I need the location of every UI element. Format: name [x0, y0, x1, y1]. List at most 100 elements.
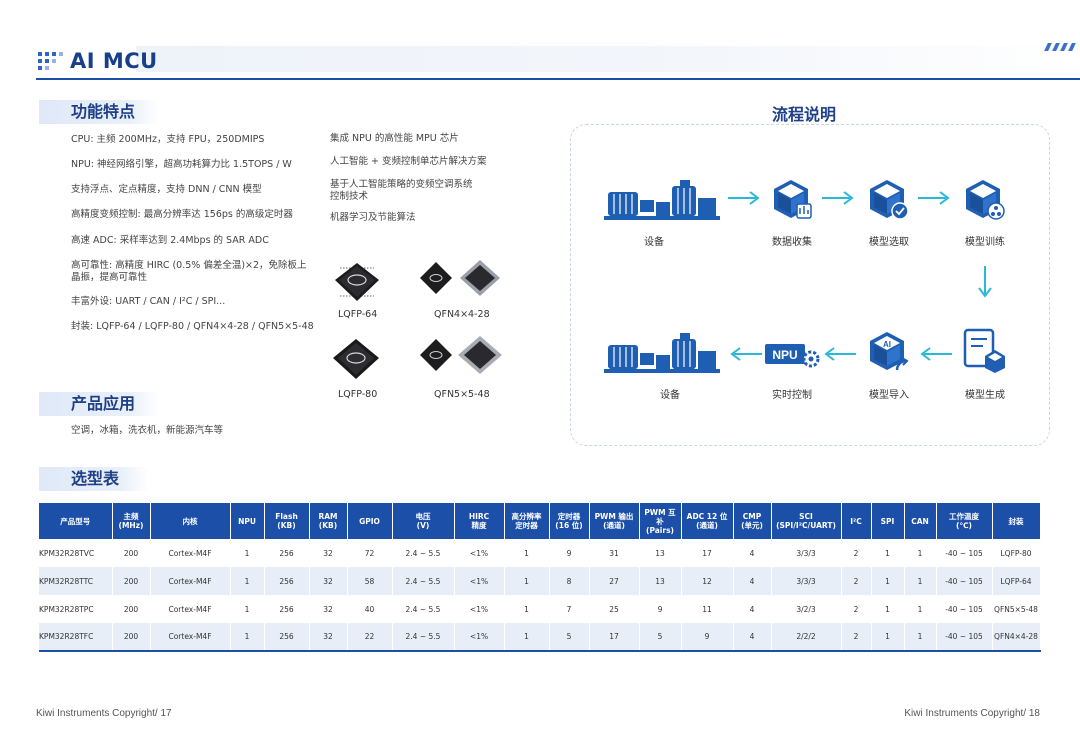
slashes-decoration-icon	[1042, 43, 1078, 51]
table-cell: 2.4 ~ 5.5	[392, 539, 455, 567]
table-header-cell: PWM 互补 (Pairs)	[639, 503, 682, 539]
flow-step-label: 数据收集	[772, 237, 812, 248]
table-cell: 1	[504, 623, 550, 652]
table-cell: 25	[589, 595, 640, 623]
data-collection-cube-icon	[771, 178, 815, 226]
table-cell: 9	[681, 623, 734, 652]
table-cell: 3/2/3	[771, 595, 842, 623]
flow-step-label: 实时控制	[772, 390, 812, 401]
feature-item: 封装: LQFP-64 / LQFP-80 / QFN4×4-28 / QFN5…	[71, 321, 314, 332]
table-cell: <1%	[454, 595, 505, 623]
chip-label: QFN4×4-28	[434, 309, 490, 320]
table-cell: 2/2/2	[771, 623, 842, 652]
qfn4x4-chip-icon	[418, 258, 504, 304]
chip-label: QFN5×5-48	[434, 389, 490, 400]
page-header: AI MCU	[36, 40, 1080, 82]
table-cell: 1	[230, 539, 265, 567]
table-cell: 7	[549, 595, 590, 623]
table-cell: 17	[589, 623, 640, 652]
table-cell: QFN4×4-28	[992, 623, 1041, 652]
table-cell: 1	[230, 567, 265, 595]
table-header-cell: 工作温度 (℃)	[936, 503, 993, 539]
dots-logo-icon	[38, 52, 64, 72]
table-cell: Cortex-M4F	[150, 623, 231, 652]
model-generate-document-icon	[963, 328, 1007, 378]
arrow-left-icon	[918, 346, 952, 366]
feature-item: 集成 NPU 的高性能 MPU 芯片	[330, 133, 459, 144]
lqfp80-chip-icon	[330, 337, 382, 385]
table-cell: 256	[264, 539, 310, 567]
flow-step-label: 模型生成	[965, 390, 1005, 401]
table-cell: 11	[681, 595, 734, 623]
footer-left: Kiwi Instruments Copyright/ 17	[36, 708, 172, 719]
table-cell: <1%	[454, 623, 505, 652]
table-cell: 4	[733, 623, 772, 652]
table-cell: 1	[230, 595, 265, 623]
feature-item: 人工智能 + 变频控制单芯片解决方案	[330, 156, 487, 167]
feature-item: CPU: 主频 200MHz，支持 FPU，250DMIPS	[71, 134, 265, 145]
arrow-right-icon	[822, 190, 856, 210]
arrow-right-icon	[918, 190, 952, 210]
table-cell: 31	[589, 539, 640, 567]
model-training-cube-icon	[963, 178, 1007, 226]
table-cell: LQFP-80	[992, 539, 1041, 567]
table-cell: 8	[549, 567, 590, 595]
table-cell: 32	[309, 595, 348, 623]
table-cell: 4	[733, 567, 772, 595]
table-cell: 17	[681, 539, 734, 567]
table-header-cell: 定时器 (16 位)	[549, 503, 590, 539]
table-header-cell: Flash (KB)	[264, 503, 310, 539]
feature-item: NPU: 神经网络引擎，超高功耗算力比 1.5TOPS / W	[71, 159, 292, 170]
table-cell: KPM32R28TPC	[39, 595, 113, 623]
table-cell: 2.4 ~ 5.5	[392, 623, 455, 652]
table-cell: 256	[264, 623, 310, 652]
table-cell: 1	[904, 623, 937, 652]
table-cell: 2.4 ~ 5.5	[392, 567, 455, 595]
table-cell: -40 ~ 105	[936, 567, 993, 595]
features-heading: 功能特点	[39, 100, 159, 124]
npu-gear-icon: NPU	[764, 340, 822, 374]
arrow-down-icon	[977, 266, 993, 304]
table-header-cell: 高分辨率 定时器	[504, 503, 550, 539]
chip-label: LQFP-80	[338, 389, 378, 400]
table-cell: 200	[112, 595, 151, 623]
table-cell: <1%	[454, 539, 505, 567]
table-cell: 200	[112, 623, 151, 652]
npu-text: NPU	[772, 348, 797, 362]
table-cell: 1	[904, 595, 937, 623]
table-cell: 2	[841, 539, 872, 567]
table-header-cell: 内核	[150, 503, 231, 539]
table-cell: 2	[841, 595, 872, 623]
table-cell: 13	[639, 567, 682, 595]
table-cell: Cortex-M4F	[150, 567, 231, 595]
table-cell: 5	[549, 623, 590, 652]
applications-heading: 产品应用	[39, 392, 159, 416]
header-band	[136, 46, 1080, 72]
table-cell: KPM32R28TTC	[39, 567, 113, 595]
flow-step-label: 设备	[644, 237, 664, 248]
table-cell: 12	[681, 567, 734, 595]
flow-step-label: 模型选取	[869, 237, 909, 248]
flow-step-label: 模型训练	[965, 237, 1005, 248]
feature-item: 控制技术	[330, 191, 369, 202]
table-cell: -40 ~ 105	[936, 539, 993, 567]
table-cell: 2	[841, 567, 872, 595]
chip-label: LQFP-64	[338, 309, 378, 320]
table-header-cell: PWM 输出 (通道)	[589, 503, 640, 539]
qfn5x5-chip-icon	[418, 334, 504, 382]
feature-item: 高可靠性: 高精度 HIRC (0.5% 偏差全温)×2，免除板上	[71, 260, 307, 271]
table-cell: 58	[347, 567, 393, 595]
arrow-left-icon	[822, 346, 856, 366]
table-cell: 1	[230, 623, 265, 652]
table-header-cell: RAM (KB)	[309, 503, 348, 539]
table-header-cell: GPIO	[347, 503, 393, 539]
table-cell: 5	[639, 623, 682, 652]
equipment-machine-icon	[602, 179, 722, 226]
table-header-cell: SCI (SPI/I²C/UART)	[771, 503, 842, 539]
table-cell: 1	[504, 567, 550, 595]
table-cell: <1%	[454, 567, 505, 595]
flow-heading: 流程说明	[772, 105, 837, 124]
table-cell: 32	[309, 567, 348, 595]
feature-item: 晶振，提高可靠性	[71, 272, 148, 283]
